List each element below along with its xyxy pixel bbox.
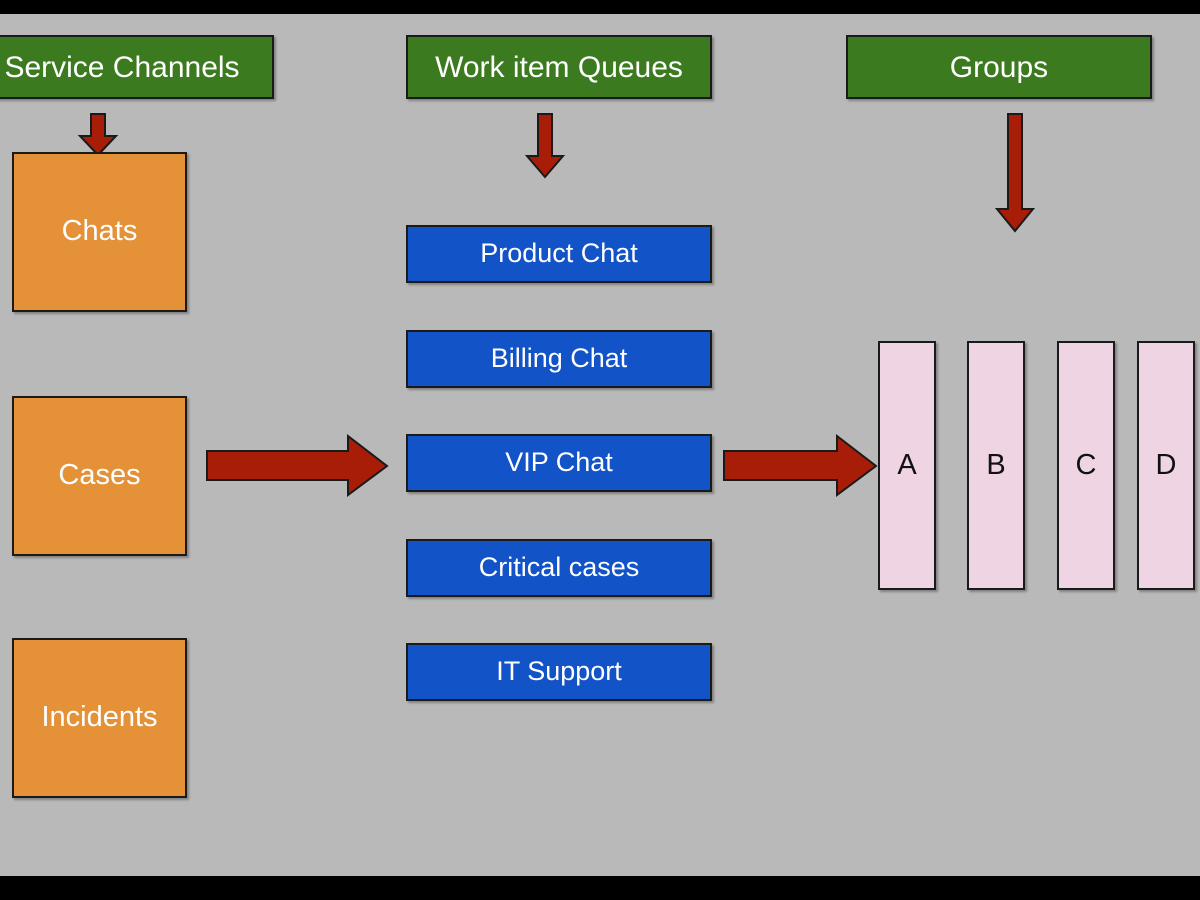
group-column-c-label: C [1075, 448, 1097, 481]
queue-product-chat-label: Product Chat [480, 238, 638, 269]
queue-critical-cases[interactable]: Critical cases [406, 539, 712, 597]
queue-vip-chat[interactable]: VIP Chat [406, 434, 712, 492]
header-service-channels-label: Service Channels [4, 50, 240, 84]
header-work-item-queues[interactable]: Work item Queues [406, 35, 712, 99]
service-channel-chats-label: Chats [61, 215, 138, 248]
header-groups[interactable]: Groups [846, 35, 1152, 99]
channels-to-queues-arrow [206, 433, 389, 497]
group-column-d-label: D [1155, 448, 1177, 481]
header-work-item-queues-label: Work item Queues [435, 50, 683, 84]
service-channel-incidents[interactable]: Incidents [12, 638, 187, 798]
queues-to-groups-arrow [723, 433, 878, 497]
letterbox-bottom-bar [0, 876, 1200, 900]
letterbox-top-bar [0, 0, 1200, 14]
group-column-b[interactable]: B [967, 341, 1025, 590]
queue-vip-chat-label: VIP Chat [505, 447, 613, 478]
work-item-queues-down-arrow [524, 113, 566, 179]
queue-it-support[interactable]: IT Support [406, 643, 712, 701]
group-column-c[interactable]: C [1057, 341, 1115, 590]
service-channel-incidents-label: Incidents [41, 701, 158, 734]
groups-down-arrow [994, 113, 1036, 233]
queue-critical-cases-label: Critical cases [478, 552, 640, 583]
group-column-d[interactable]: D [1137, 341, 1195, 590]
header-groups-label: Groups [949, 50, 1049, 84]
queue-billing-chat[interactable]: Billing Chat [406, 330, 712, 388]
service-channel-chats[interactable]: Chats [12, 152, 187, 312]
service-channel-cases-label: Cases [58, 459, 141, 492]
queue-product-chat[interactable]: Product Chat [406, 225, 712, 283]
queue-it-support-label: IT Support [496, 656, 622, 687]
service-channels-down-arrow [77, 113, 119, 157]
group-column-b-label: B [986, 448, 1006, 481]
header-service-channels[interactable]: Service Channels [0, 35, 274, 99]
group-column-a[interactable]: A [878, 341, 936, 590]
group-column-a-label: A [897, 448, 917, 481]
queue-billing-chat-label: Billing Chat [490, 343, 628, 374]
service-channel-cases[interactable]: Cases [12, 396, 187, 556]
diagram-area: Service Channels Work item Queues Groups [0, 14, 1200, 876]
